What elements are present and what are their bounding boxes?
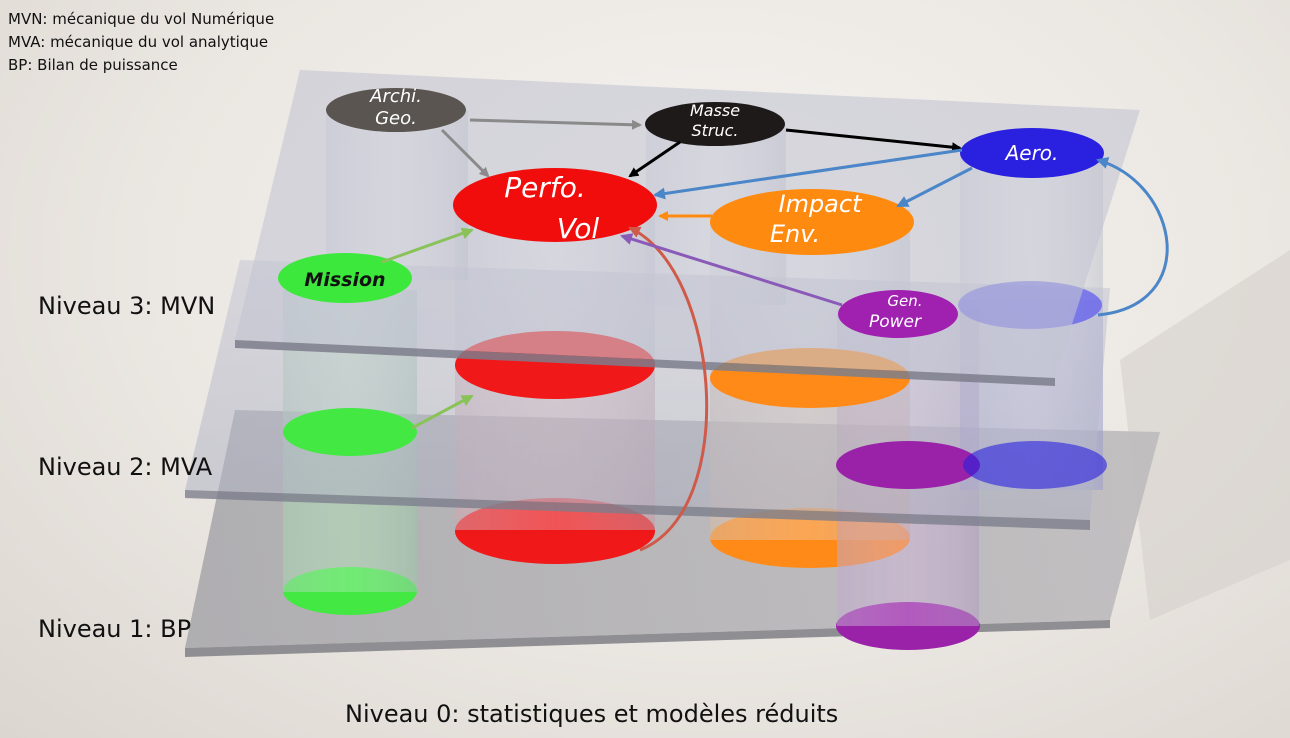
background-shadow [1120,250,1290,620]
node-masse-struc-line1: Masse [690,101,740,120]
arrow-archi-to-masse [469,118,642,130]
node-gen-power-line1: Gen. [887,292,922,310]
arrow-aero-to-impact [896,166,973,208]
legend-mva: MVA: mécanique du vol analytique [8,33,269,51]
node-impact-env: Impact Env. [710,189,914,255]
disk-genpower-level2 [836,441,980,489]
node-archi-geo-line2: Geo. [375,108,417,129]
node-masse-struc-line2: Struc. [691,121,738,140]
disk-mission-level2 [283,408,417,456]
node-archi-geo-line1: Archi. [369,86,422,107]
label-level2: Niveau 2: MVA [38,453,213,481]
arrow-genpower-to-perfo [620,233,843,307]
node-mission: Mission [278,253,412,303]
node-masse-struc: Masse Struc. [645,101,785,146]
legend-mvn: MVN: mécanique du vol Numérique [8,10,275,28]
legend: MVN: mécanique du vol Numérique MVA: méc… [8,8,274,77]
node-perfo-vol: Perfo. Vol [453,168,657,245]
disk-aero-level1 [963,441,1107,489]
arrow-masse-to-aero [785,128,962,153]
node-gen-power: Gen. Power [838,290,958,338]
arrow-masse-to-perfo [628,140,681,178]
arrow-perfo-feedback [628,226,709,552]
node-archi-geo: Archi. Geo. [326,86,466,132]
arrows [381,118,1169,552]
label-level3: Niveau 3: MVN [38,292,216,320]
node-aero-label: Aero. [1004,141,1059,165]
arrow-archi-to-perfo [440,128,490,178]
node-mission-label: Mission [304,269,385,291]
node-impact-env-line1: Impact [778,190,863,218]
arrow-aero-to-perfo [653,148,963,200]
node-impact-env-line2: Env. [770,220,820,248]
node-perfo-vol-line1: Perfo. [504,171,586,204]
label-level0: Niveau 0: statistiques et modèles réduit… [345,700,839,728]
node-gen-power-line2: Power [869,312,922,332]
legend-bp: BP: Bilan de puissance [8,56,178,74]
arrow-mission2-to-perfo2 [411,394,474,430]
arrow-mission-to-perfo [381,227,474,264]
label-level1: Niveau 1: BP [38,615,192,643]
arrow-aero-loop [1096,157,1169,317]
node-aero: Aero. [960,128,1104,178]
node-perfo-vol-line2: Vol [557,212,600,245]
